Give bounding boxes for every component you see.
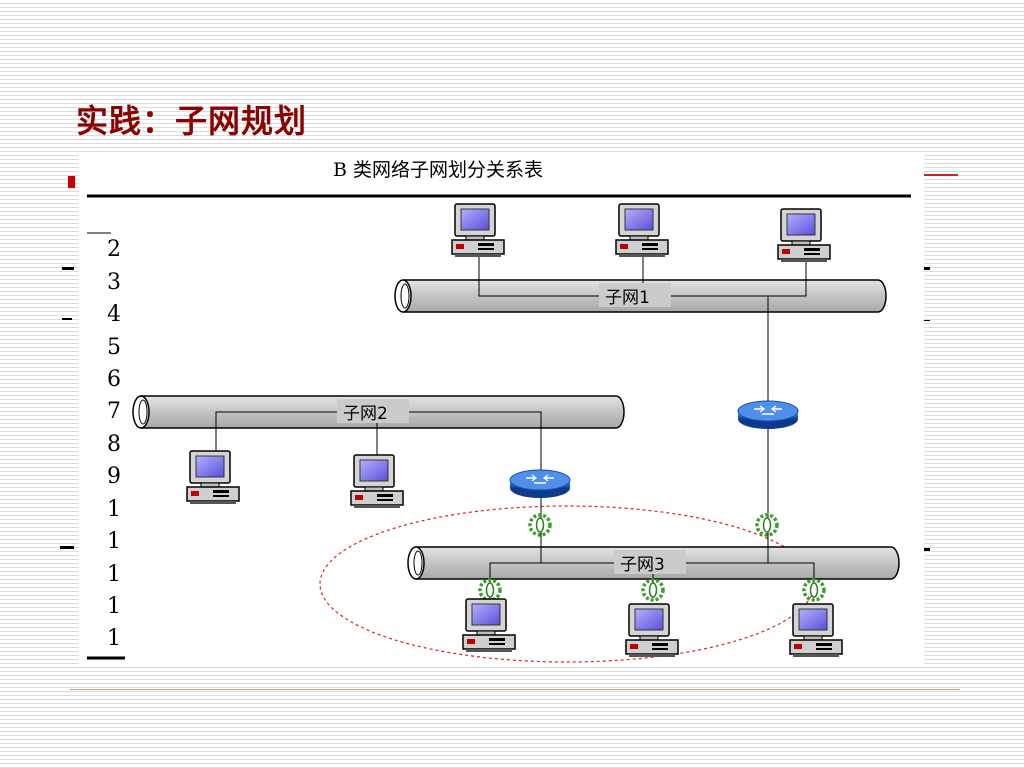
network-interface-icon	[478, 578, 502, 602]
desktop-computer-icon	[615, 203, 669, 258]
bullet-marker	[924, 548, 930, 551]
table-row-number: 1	[107, 626, 121, 651]
subnet-3-label: 子网3	[620, 555, 665, 575]
subnet-2-label: 子网2	[343, 404, 388, 424]
bullet-marker	[924, 320, 930, 321]
footer-rule	[70, 689, 960, 690]
router-icon	[509, 469, 571, 499]
desktop-computer-icon	[777, 208, 831, 263]
subnet-3-label-bg	[614, 550, 686, 574]
subnet-3-highlight-ring	[319, 505, 815, 663]
desktop-computer-icon	[789, 603, 843, 658]
bullet-marker	[62, 267, 74, 270]
subnet-1-label-bg	[599, 283, 671, 307]
desktop-computer-icon	[625, 603, 679, 658]
desktop-computer-icon	[186, 450, 240, 505]
table-row-number: 2	[107, 237, 121, 262]
table-row-number: 9	[107, 464, 121, 489]
bullet-marker	[60, 546, 74, 549]
network-diagram: B 类网络子网划分关系表 2 3 4 5 6 7 8 9 1 1 1 1 1	[79, 153, 924, 667]
title-rule	[922, 174, 958, 176]
network-interface-icon	[641, 578, 665, 602]
table-title: B 类网络子网划分关系表	[333, 159, 543, 181]
network-interface-icon	[528, 513, 552, 537]
slide-title: 实践：子网规划	[76, 102, 308, 140]
desktop-computer-icon	[462, 598, 516, 653]
subnet-2-label-bg	[337, 399, 409, 423]
network-interface-icon	[802, 578, 826, 602]
desktop-computer-icon	[451, 203, 505, 258]
table-row-number: 1	[107, 594, 121, 619]
network-interface-icon	[755, 513, 779, 537]
bullet-marker	[62, 318, 72, 320]
table-row-number: 3	[107, 270, 121, 295]
desktop-computer-icon	[350, 454, 404, 509]
bullet-marker	[924, 267, 930, 270]
table-row-number: 1	[107, 562, 121, 587]
table-row-number: 6	[107, 367, 121, 392]
table-row-number: 1	[107, 497, 121, 522]
table-row-number: 8	[107, 432, 121, 457]
router-icon	[737, 400, 799, 430]
subnet-1-label: 子网1	[605, 288, 650, 308]
table-row-number: 7	[107, 399, 121, 424]
table-row-number: 1	[107, 529, 121, 554]
table-row-numbers: 2 3 4 5 6 7 8 9 1 1 1 1 1	[107, 237, 121, 651]
table-row-number: 5	[107, 335, 121, 360]
bullet-marker	[68, 176, 75, 188]
table-row-number: 4	[107, 302, 121, 327]
